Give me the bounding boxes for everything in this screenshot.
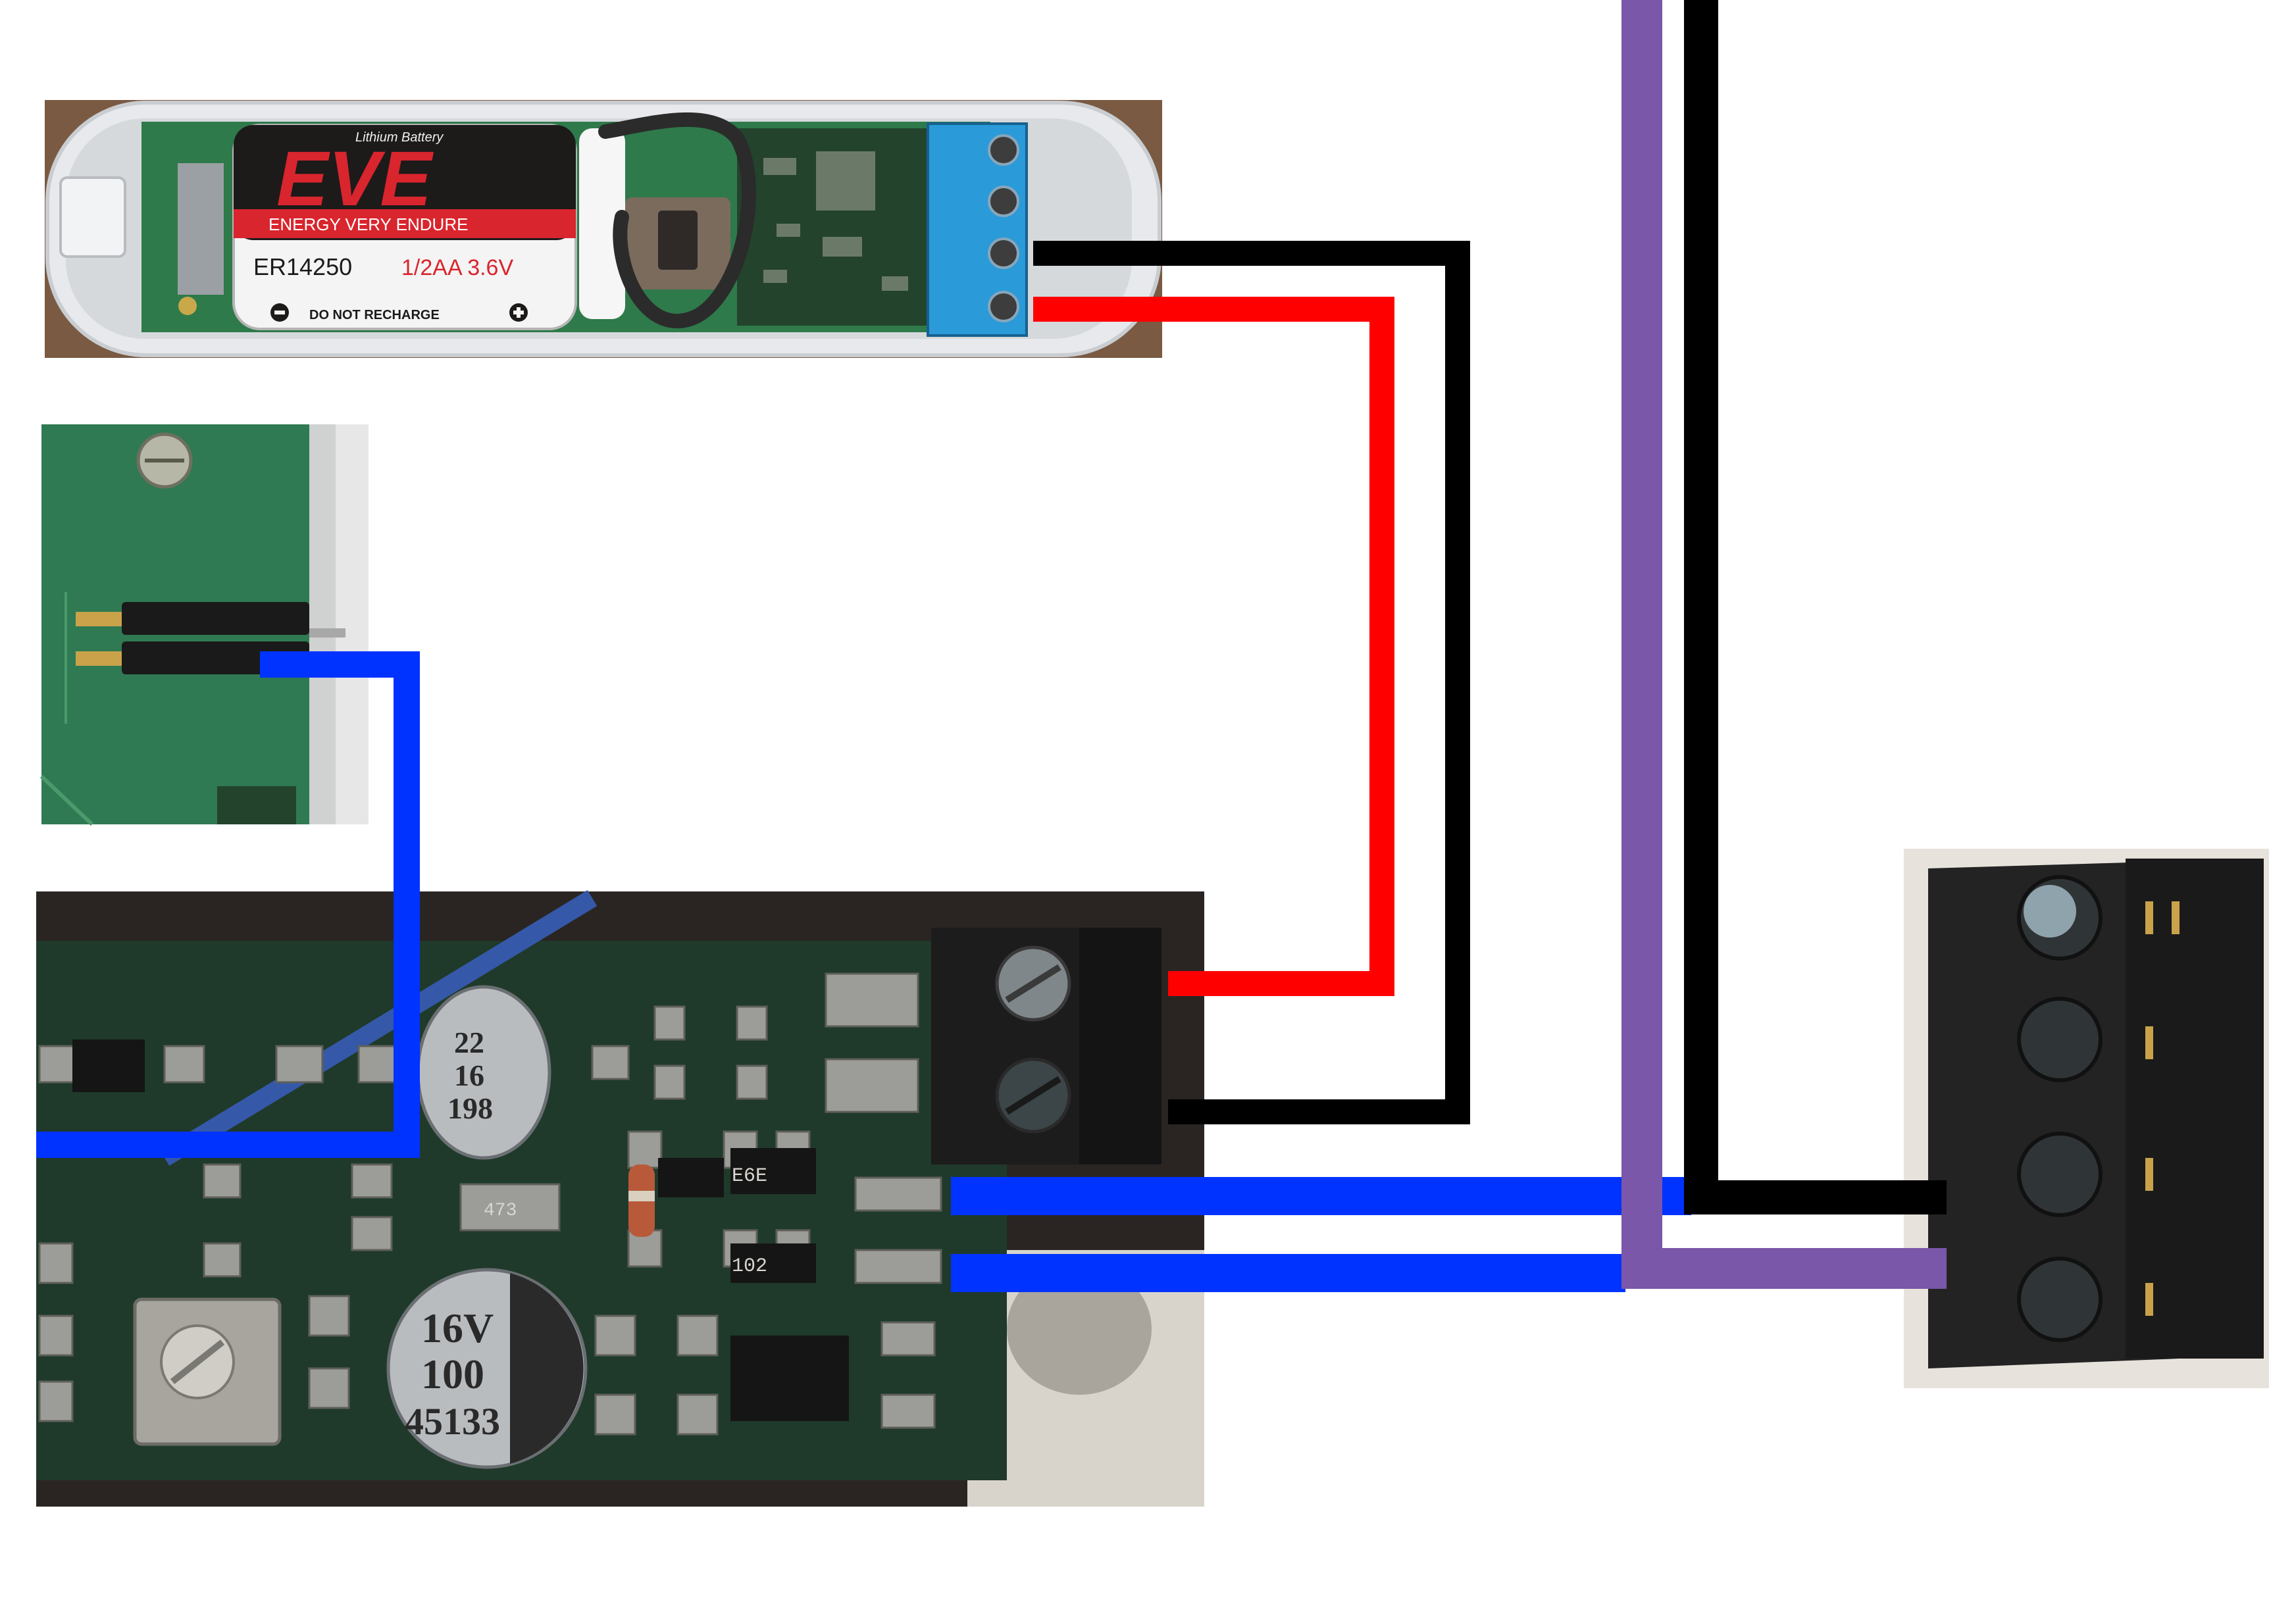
screw-icon [988,291,1019,322]
blue-terminal-block [927,122,1028,337]
lithium-battery: Lithium Battery EVE ENERGY VERY ENDURE E… [232,124,577,330]
battery-model: ER14250 [253,253,352,280]
screw-icon [2017,997,2103,1082]
battery-top-text: Lithium Battery [355,130,444,145]
pin-header-photo [39,424,369,826]
red-wire [1033,297,1394,996]
black-wire [1033,241,1470,1124]
battery-brand: EVE [276,136,434,222]
smd-code-label: 473 [484,1201,517,1221]
smd-code-label: 102 [732,1255,767,1278]
potentiometer-icon [133,1297,282,1446]
capacitor-label: 198 [447,1091,493,1125]
capacitor-label: 100 [421,1351,484,1397]
screw-icon [988,134,1019,166]
black-wire-terminal [1684,0,1947,1214]
battery-sensor-photo: Lithium Battery EVE ENERGY VERY ENDURE E… [45,100,1162,358]
capacitor-label: 16V [421,1305,494,1351]
capacitor-label: 45133 [405,1400,500,1443]
battery-spec: 1/2AA 3.6V [401,255,513,280]
purple-wire [1621,0,1947,1289]
capacitor-icon: 16V 100 45133 [386,1268,588,1469]
smd-code-label: E6E [732,1165,767,1188]
screw-icon [988,238,1019,269]
circuit-board-photo: E6E 102 473 22 16 198 16V 100 45133 [36,890,1204,1507]
wires [36,0,1947,1292]
capacitor-label: 22 [454,1026,484,1059]
screw-icon [2017,1132,2103,1217]
blue-wire-header [36,651,420,1158]
screw-icon [2017,1257,2103,1342]
screw-icon [988,186,1019,217]
capacitor-icon: 22 16 198 [416,985,551,1160]
board-screw-terminal [931,928,1161,1164]
capacitor-label: 16 [454,1059,484,1092]
battery-tagline: ENERGY VERY ENDURE [268,214,468,234]
terminal-block-photo [1904,849,2269,1388]
battery-warning: DO NOT RECHARGE [309,308,440,322]
